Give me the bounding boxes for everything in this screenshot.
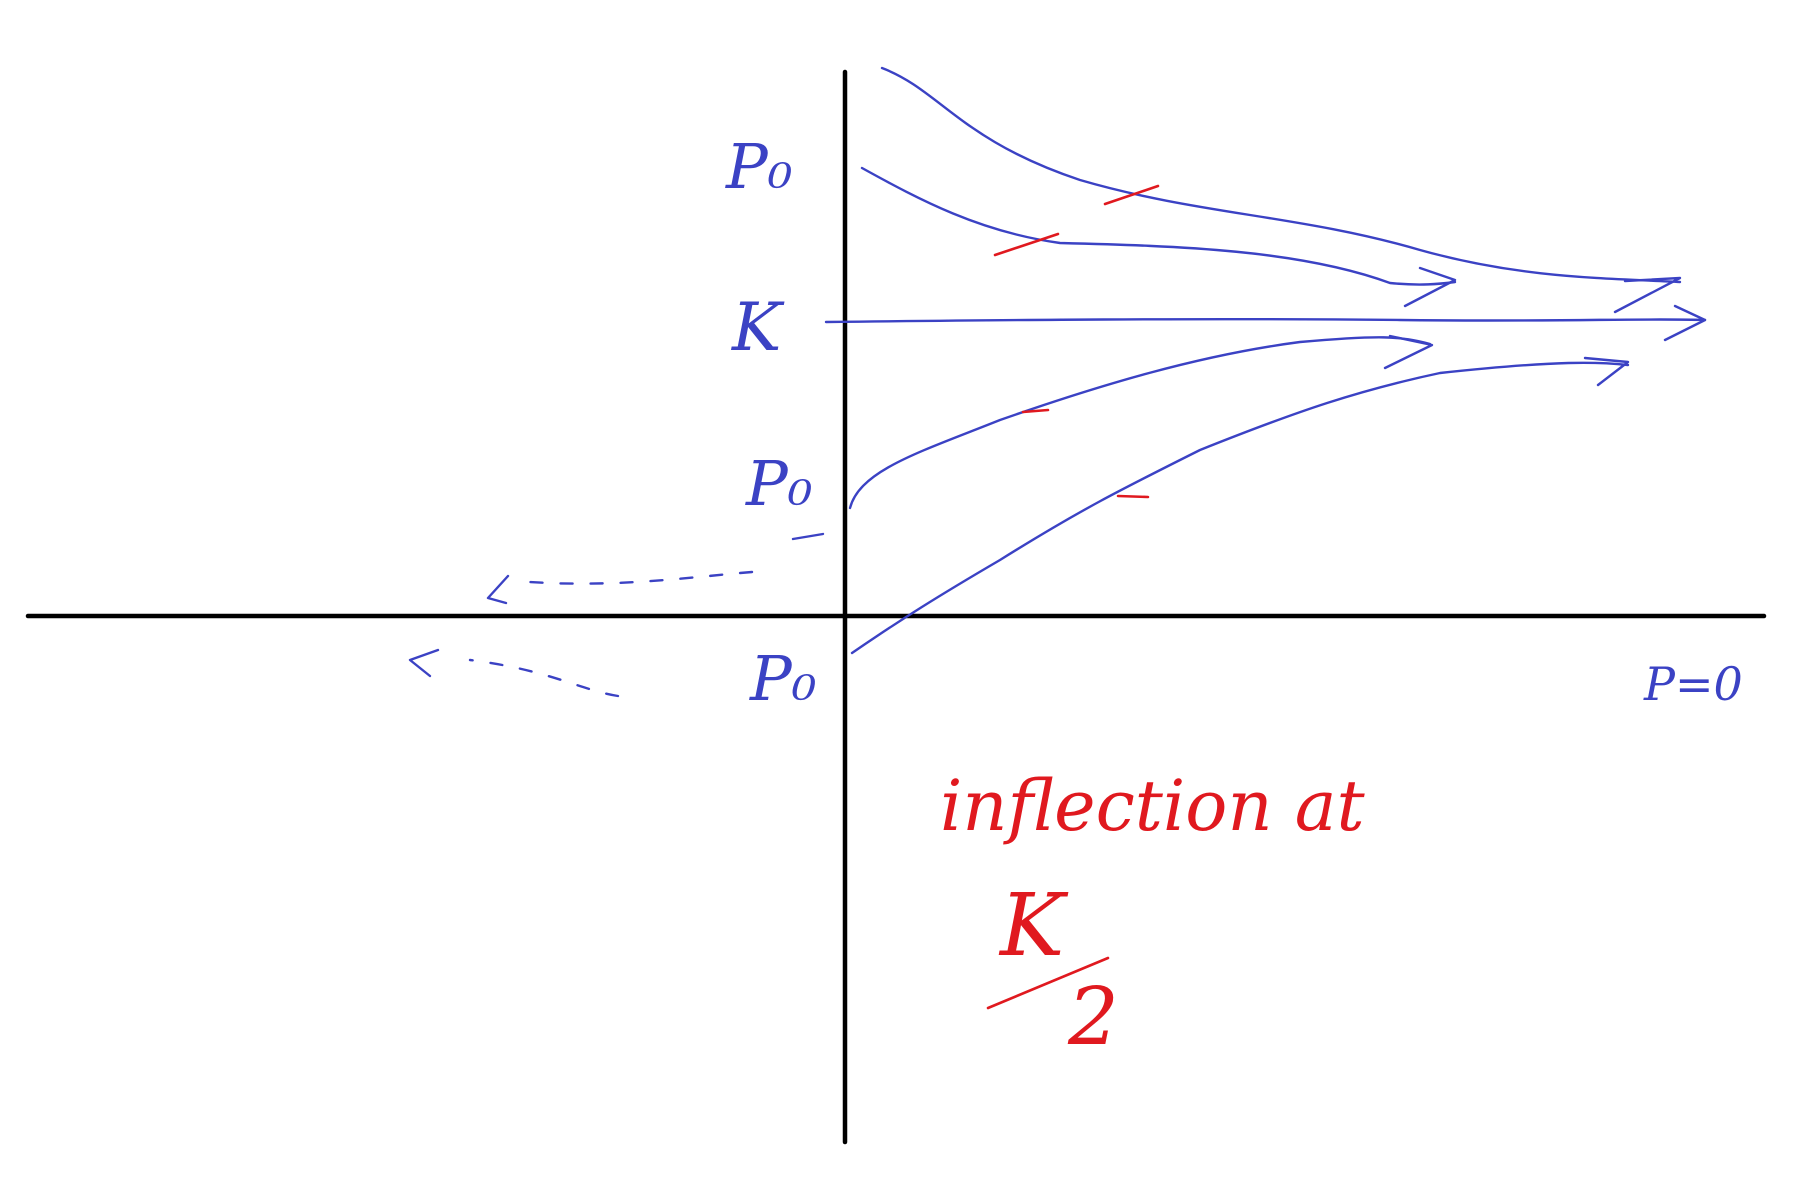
curve-from-near-zero bbox=[850, 361, 1630, 655]
label-p0-lower: P₀ bbox=[749, 642, 817, 715]
label-p0-upper: P₀ bbox=[725, 130, 793, 203]
dotted-arrow-upper bbox=[528, 570, 754, 585]
inflection-tick-4 bbox=[1116, 494, 1150, 499]
curve-above-k-low bbox=[860, 166, 1457, 286]
underline-p0-middle bbox=[791, 532, 825, 541]
annotation-fraction-denominator: 2 bbox=[1067, 970, 1119, 1063]
inflection-tick-1 bbox=[1103, 184, 1160, 206]
annotation-fraction-numerator: K bbox=[998, 876, 1069, 976]
curve-below-k bbox=[848, 336, 1432, 510]
arrow-head-curve-below-k bbox=[1383, 334, 1434, 370]
curve-above-k-high bbox=[880, 66, 1682, 284]
arrow-head-carrying-capacity bbox=[1663, 304, 1707, 342]
annotation-inflection-text: inflection at bbox=[940, 765, 1366, 847]
dotted-arrow-lower bbox=[468, 658, 620, 698]
annotation-fraction-bar bbox=[986, 956, 1110, 1010]
carrying-capacity-line bbox=[824, 317, 1707, 324]
label-p0-middle: P₀ bbox=[745, 447, 813, 520]
label-k: K bbox=[731, 289, 785, 366]
arrow-head-dotted-upper bbox=[486, 574, 510, 605]
arrow-head-curve-from-near-zero bbox=[1583, 356, 1630, 387]
arrow-head-dotted-lower bbox=[408, 648, 440, 678]
inflection-tick-3 bbox=[1021, 408, 1050, 414]
label-p-zero: P=0 bbox=[1643, 657, 1743, 711]
inflection-tick-2 bbox=[993, 232, 1060, 257]
arrow-head-curve-above-k-low bbox=[1403, 266, 1457, 308]
arrow-head-curve-above-k-high bbox=[1613, 276, 1682, 314]
